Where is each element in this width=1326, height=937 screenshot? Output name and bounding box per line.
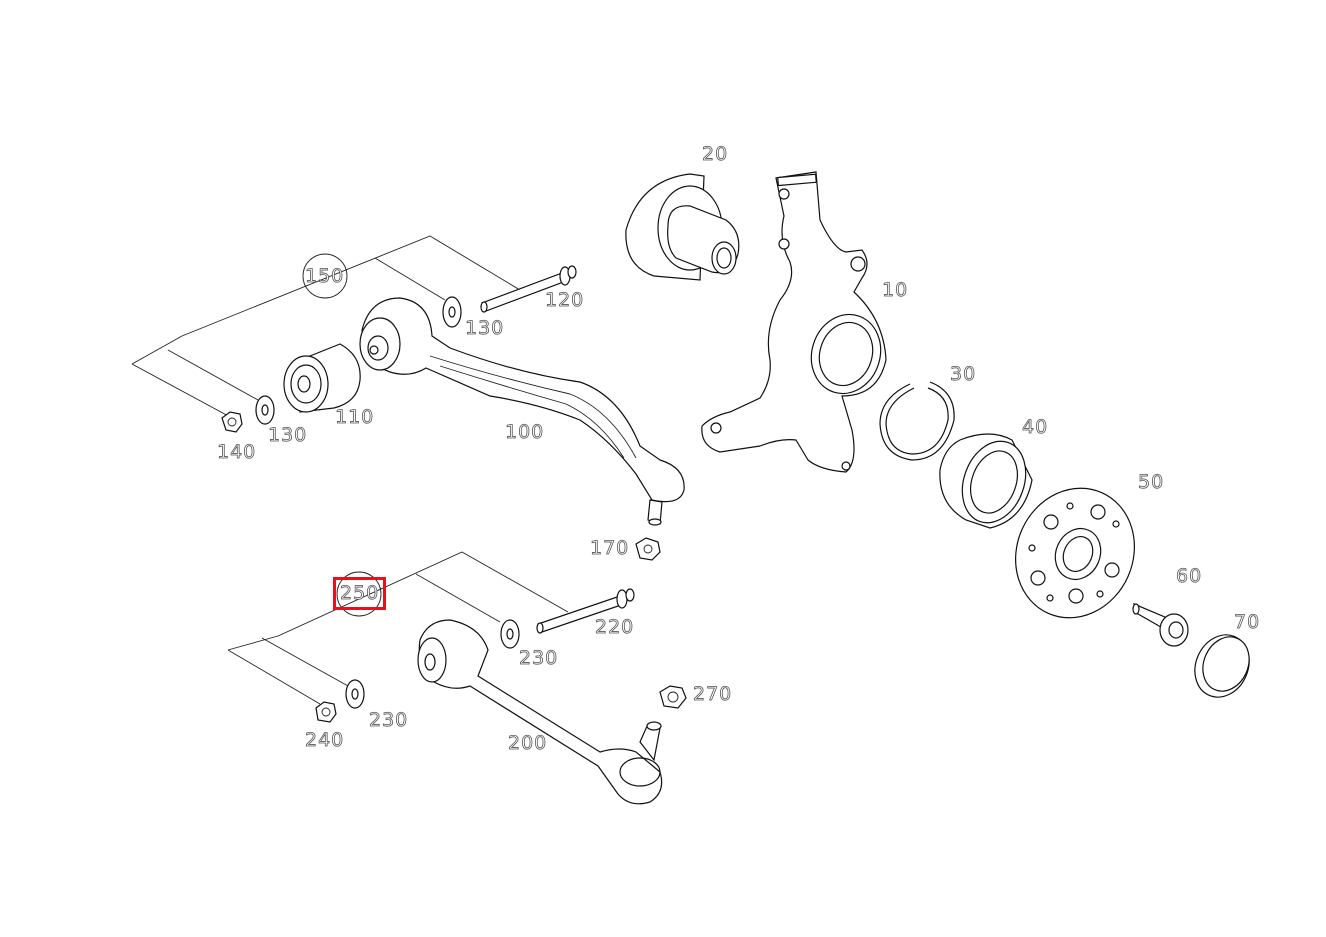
bushing-110-icon[interactable] (283, 343, 361, 413)
nut-140-icon[interactable] (221, 411, 243, 433)
part-label-110[interactable]: 110 (335, 406, 375, 428)
upper-control-arm-100-icon[interactable] (359, 297, 685, 526)
washer-230-upper-icon[interactable] (500, 619, 520, 649)
part-label-230-lower[interactable]: 230 (369, 709, 409, 731)
part-label-40[interactable]: 40 (1022, 416, 1049, 438)
part-label-150[interactable]: 150 (305, 265, 345, 287)
part-label-20[interactable]: 20 (702, 143, 729, 165)
part-label-200[interactable]: 200 (508, 732, 548, 754)
part-label-250[interactable]: 250 (340, 582, 380, 604)
part-label-120[interactable]: 120 (545, 289, 585, 311)
part-label-130-upper[interactable]: 130 (465, 317, 505, 339)
part-label-70[interactable]: 70 (1234, 611, 1261, 633)
washer-130-upper-icon[interactable] (442, 296, 462, 328)
bolt-220-icon[interactable] (536, 588, 635, 634)
part-label-100[interactable]: 100 (505, 421, 545, 443)
part-label-230-upper[interactable]: 230 (519, 647, 559, 669)
wheel-bearing-40-icon[interactable] (939, 432, 1037, 531)
part-label-130-lower[interactable]: 130 (268, 424, 308, 446)
part-label-60[interactable]: 60 (1176, 565, 1203, 587)
washer-230-lower-icon[interactable] (345, 679, 365, 709)
hub-bolt-60-icon[interactable] (1132, 602, 1189, 647)
wheel-hub-50-icon[interactable] (995, 469, 1155, 637)
steering-knuckle-10-icon[interactable] (701, 171, 891, 473)
part-label-10[interactable]: 10 (882, 279, 909, 301)
part-label-270[interactable]: 270 (693, 683, 733, 705)
part-label-140[interactable]: 140 (217, 441, 257, 463)
part-label-170[interactable]: 170 (590, 537, 630, 559)
kit-250-circle (336, 571, 382, 617)
nut-240-icon[interactable] (315, 701, 337, 723)
dust-cap-70-icon[interactable] (1185, 626, 1259, 706)
bushing-mount-20-icon[interactable] (625, 173, 740, 281)
kit-150-leader-lines (131, 235, 521, 419)
bolt-120-icon[interactable] (480, 265, 577, 313)
nut-270-icon[interactable] (659, 685, 687, 709)
nut-170-icon[interactable] (635, 537, 661, 561)
part-label-220[interactable]: 220 (595, 616, 635, 638)
part-label-30[interactable]: 30 (950, 363, 977, 385)
washer-130-lower-icon[interactable] (255, 395, 275, 425)
circlip-30-icon[interactable] (879, 381, 955, 461)
kit-150-circle (302, 253, 348, 299)
lower-control-arm-200-icon[interactable] (417, 619, 663, 805)
part-label-50[interactable]: 50 (1138, 471, 1165, 493)
part-label-240[interactable]: 240 (305, 729, 345, 751)
